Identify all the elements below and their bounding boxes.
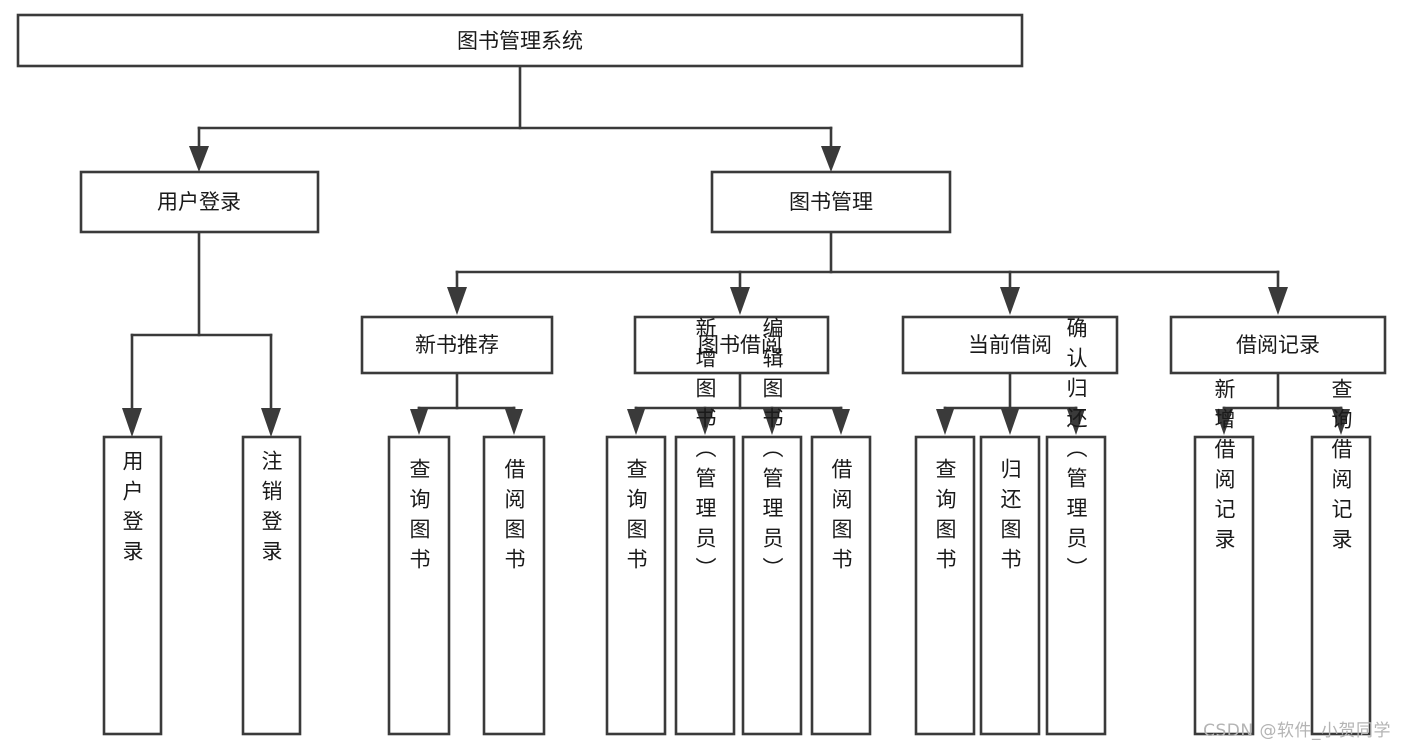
arrowhead-borrow-leaf-3 [763,409,781,435]
leaf-current-confirm-return[interactable]: 确认归还（管理员） [1045,317,1107,736]
arrowhead-current-leaf-1 [936,409,954,435]
node-user-login-label: 用户登录 [157,190,241,214]
leaf-borrow-edit-book[interactable]: 编辑图书（管理员） [741,317,803,736]
arrowhead-user-login [189,146,209,172]
leaf-record-add-record-label: 新增借阅记录 [1212,378,1236,558]
arrowhead-record-leaf-1 [1215,409,1233,435]
watermark: CSDN @软件_小贺同学 [1203,721,1391,741]
arrowhead-leaf-logout [261,408,281,437]
arrowhead-current [1000,287,1020,315]
arrowhead-book-mgmt [821,146,841,172]
node-root[interactable]: 图书管理系统 [16,13,1024,68]
leaf-current-query-book-label: 查询图书 [933,458,957,578]
leaf-current-query-book[interactable]: 查询图书 [914,435,976,736]
leaf-record-query-record-label: 查询借阅记录 [1329,378,1353,558]
arrowhead-leaf-user-login [122,408,142,437]
node-book-management-label: 图书管理 [789,190,873,214]
leaf-user-login-login-label: 用户登录 [120,450,144,570]
leaf-user-login-logout[interactable]: 注销登录 [241,435,302,736]
node-book-borrow-label: 图书借阅 [698,333,782,357]
arrowhead-recommend [447,287,467,315]
node-current-borrow-label: 当前借阅 [968,333,1052,357]
leaf-borrow-query-book[interactable]: 查询图书 [605,435,667,736]
arrowhead-borrow-leaf-4 [832,409,850,435]
arrowhead-record-leaf-2 [1332,409,1350,435]
leaf-record-add-record[interactable]: 新增借阅记录 [1193,378,1255,736]
arrowhead-layer [122,146,1350,437]
leaf-borrow-add-book[interactable]: 新增图书（管理员） [674,317,736,736]
node-user-login[interactable]: 用户登录 [79,170,320,234]
leaf-borrow-borrow-book[interactable]: 借阅图书 [810,435,872,736]
arrowhead-borrow-leaf-2 [696,409,714,435]
arrowhead-borrow [730,287,750,315]
arrowhead-recommend-leaf-1 [410,409,428,435]
leaf-borrow-query-book-label: 查询图书 [624,458,648,578]
node-new-book-recommend[interactable]: 新书推荐 [360,315,554,375]
leaf-recommend-borrow-book[interactable]: 借阅图书 [482,435,546,736]
arrowhead-record [1268,287,1288,315]
leaf-user-login-login[interactable]: 用户登录 [102,435,163,736]
arrowhead-current-leaf-3 [1067,409,1085,435]
node-borrow-record-label: 借阅记录 [1236,333,1320,357]
leaf-recommend-query-book[interactable]: 查询图书 [387,435,451,736]
leaf-borrow-add-book-label: 新增图书（管理员） [693,317,717,587]
node-borrow-record[interactable]: 借阅记录 [1169,315,1387,375]
node-book-management[interactable]: 图书管理 [710,170,952,234]
node-root-label: 图书管理系统 [457,29,583,53]
leaf-borrow-edit-book-label: 编辑图书（管理员） [760,317,784,587]
leaf-record-query-record[interactable]: 查询借阅记录 [1310,378,1372,736]
arrowhead-current-leaf-2 [1001,409,1019,435]
leaf-current-return-book-label: 归还图书 [998,458,1022,578]
leaf-current-return-book[interactable]: 归还图书 [979,435,1041,736]
node-current-borrow[interactable]: 当前借阅 [901,315,1119,375]
leaf-user-login-logout-label: 注销登录 [259,450,283,570]
leaf-recommend-query-book-label: 查询图书 [407,458,431,578]
node-book-borrow[interactable]: 图书借阅 [633,315,830,375]
arrowhead-recommend-leaf-2 [505,409,523,435]
node-new-book-recommend-label: 新书推荐 [415,333,499,357]
leaf-recommend-borrow-book-label: 借阅图书 [502,458,526,578]
arrowhead-borrow-leaf-1 [627,409,645,435]
leaf-borrow-borrow-book-label: 借阅图书 [829,458,853,578]
leaf-current-confirm-return-label: 确认归还（管理员） [1064,317,1088,587]
